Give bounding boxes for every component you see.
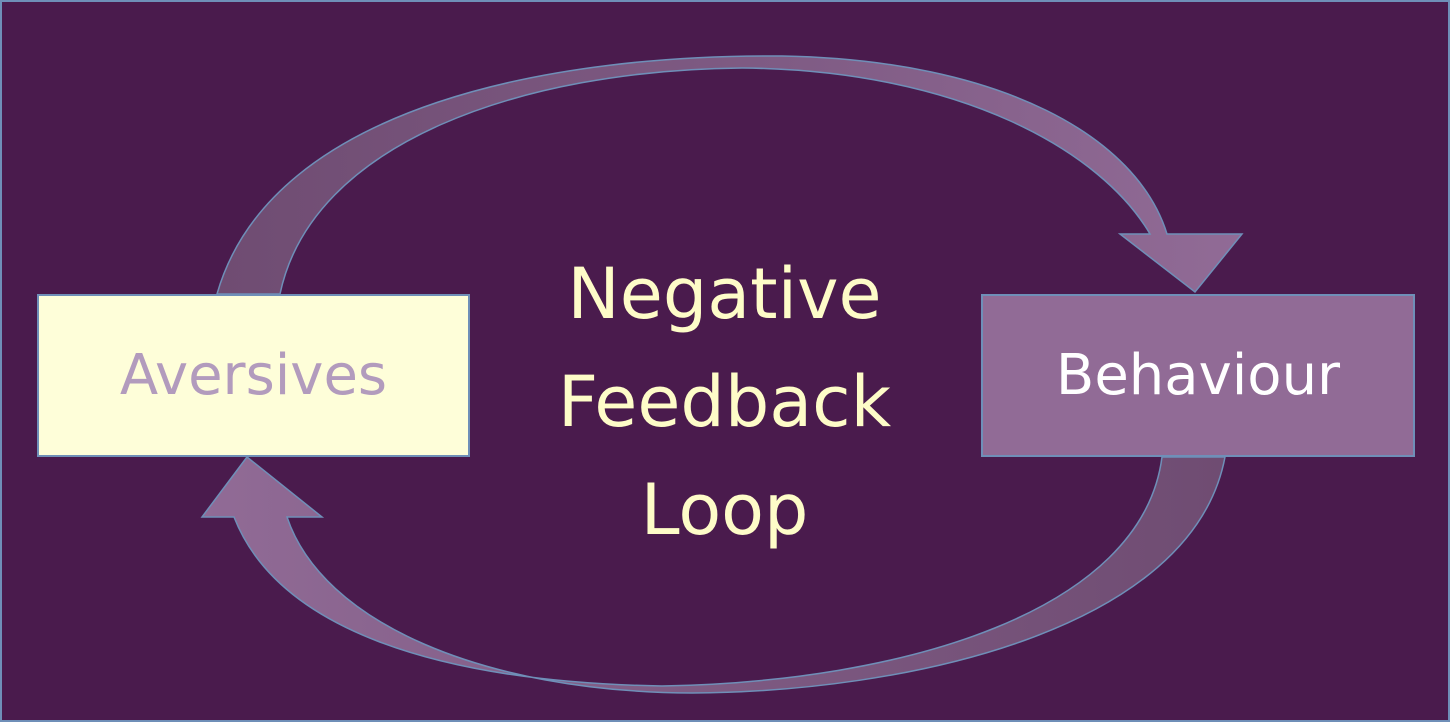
node-behaviour-label: Behaviour xyxy=(1055,342,1341,408)
node-aversives: Aversives xyxy=(37,294,470,457)
node-behaviour: Behaviour xyxy=(981,294,1415,457)
arrow-behaviour-to-aversives xyxy=(200,455,1226,694)
title-line-2: Feedback xyxy=(557,361,892,443)
node-aversives-label: Aversives xyxy=(119,342,388,408)
title-line-1: Negative xyxy=(567,253,882,335)
diagram-title: Negative Feedback Loop xyxy=(472,240,977,564)
arrow-aversives-to-behaviour xyxy=(216,55,1244,295)
title-line-3: Loop xyxy=(640,469,809,551)
